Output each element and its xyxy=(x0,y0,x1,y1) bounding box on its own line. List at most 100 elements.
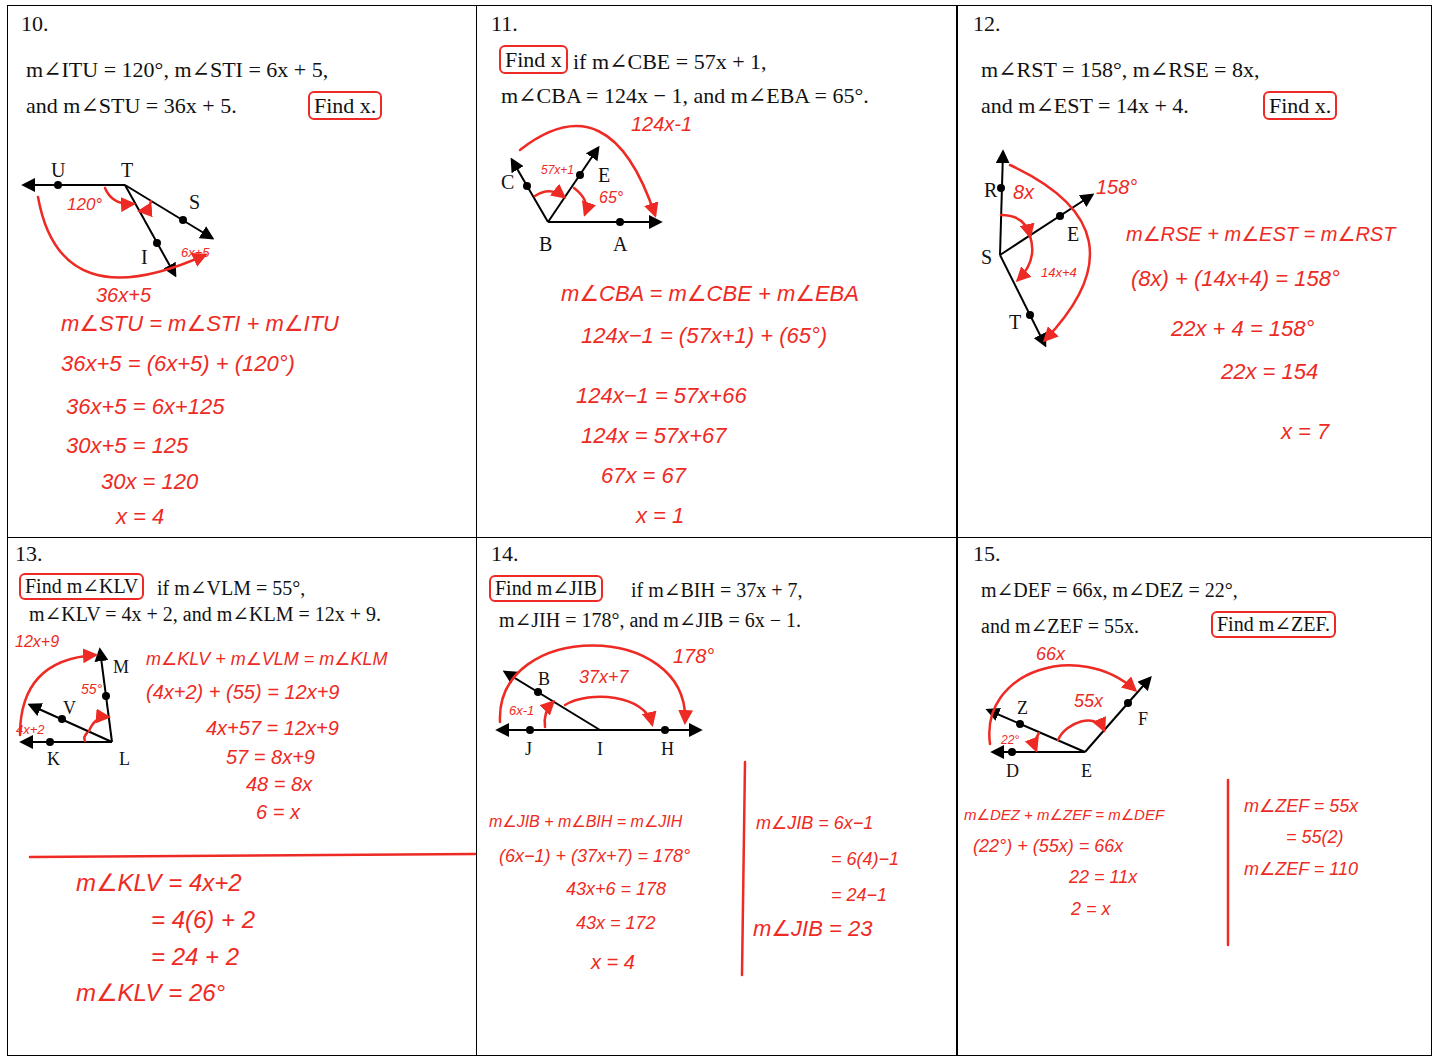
point-label: F xyxy=(1138,709,1148,730)
ray xyxy=(498,729,600,731)
point-dot xyxy=(1008,748,1016,756)
point-label: K xyxy=(47,749,60,770)
angle-note: 65° xyxy=(599,189,623,207)
problem-cell: 11.Find xif m∠CBE = 57x + 1,m∠CBA = 124x… xyxy=(476,5,958,538)
work-step: 22x + 4 = 158° xyxy=(1171,316,1314,341)
angle-arc xyxy=(574,188,586,214)
ray xyxy=(548,221,660,223)
angle-arc xyxy=(545,702,553,727)
ray xyxy=(24,184,125,186)
work-step: 48 = 8x xyxy=(246,773,312,796)
work-step: 22 = 11x xyxy=(1069,867,1137,888)
angle-figure xyxy=(498,646,745,976)
angle-figure xyxy=(988,665,1228,945)
work-step: = 6(4)−1 xyxy=(831,849,899,870)
work-step: (22°) + (55x) = 66x xyxy=(973,836,1123,857)
point-dot xyxy=(661,726,669,734)
problem-number: 11. xyxy=(491,11,518,36)
angle-figure xyxy=(512,126,660,226)
ray xyxy=(1000,152,1003,255)
angle-arc xyxy=(565,697,652,724)
work-step: 6 = x xyxy=(256,801,300,824)
work-step: m∠ZEF = 55x xyxy=(1244,796,1358,817)
ray xyxy=(1000,195,1092,255)
point-label: C xyxy=(501,171,514,194)
point-dot xyxy=(46,738,54,746)
ray xyxy=(993,751,1085,753)
angle-note: 22° xyxy=(1001,734,1019,748)
work-step: 4x+57 = 12x+9 xyxy=(206,717,339,740)
work-step: x = 7 xyxy=(1281,419,1329,444)
work-step: m∠CBA = m∠CBE + m∠EBA xyxy=(561,281,859,306)
angle-figure xyxy=(24,181,212,277)
angle-note: 37x+7 xyxy=(579,667,629,688)
angle-note: 6x-1 xyxy=(509,704,534,719)
problem-cell: 15.m∠DEF = 66x, m∠DEZ = 22°,and m∠ZEF = … xyxy=(956,537,1432,1056)
work-step: x = 1 xyxy=(636,503,684,528)
point-label: Z xyxy=(1017,698,1028,719)
point-dot xyxy=(576,171,584,179)
problem-text: and m∠EST = 14x + 4. xyxy=(981,93,1189,118)
work-step: 57 = 8x+9 xyxy=(226,746,315,769)
point-label: H xyxy=(661,739,674,760)
angle-note: 36x+5 xyxy=(96,284,151,307)
work-step: m∠ZEF = 110 xyxy=(1244,859,1358,880)
boxed-prompt: Find x. xyxy=(1263,91,1337,120)
problem-text: and m∠STU = 36x + 5. xyxy=(26,93,237,118)
point-label: L xyxy=(119,749,130,770)
divider-line xyxy=(1227,780,1230,945)
work-step: 22x = 154 xyxy=(1221,359,1318,384)
boxed-prompt: Find m∠JIB xyxy=(489,575,603,602)
problem-number: 15. xyxy=(973,541,1001,566)
problem-text: m∠DEF = 66x, m∠DEZ = 22°, xyxy=(981,579,1238,602)
work-step: 36x+5 = 6x+125 xyxy=(66,394,224,419)
angle-note: 124x-1 xyxy=(631,113,692,136)
work-step: x = 4 xyxy=(591,951,635,974)
point-label: B xyxy=(539,233,552,256)
problem-cell: 14.Find m∠JIBif m∠BIH = 37x + 7,m∠JIH = … xyxy=(476,537,958,1056)
work-step: 124x−1 = 57x+66 xyxy=(576,383,747,408)
point-label: S xyxy=(189,191,200,214)
point-label: I xyxy=(141,246,148,269)
work-step: 124x = 57x+67 xyxy=(581,423,727,448)
point-label: R xyxy=(984,179,997,202)
work-step: x = 4 xyxy=(116,504,164,529)
ray xyxy=(988,710,1085,752)
problem-text: if m∠BIH = 37x + 7, xyxy=(631,579,803,602)
divider-line xyxy=(742,762,745,975)
problem-number: 10. xyxy=(21,11,49,36)
point-dot xyxy=(153,239,161,247)
angle-arc xyxy=(520,126,655,215)
problem-text: if m∠VLM = 55°, xyxy=(157,577,305,600)
problem-text: m∠KLV = 4x + 2, and m∠KLM = 12x + 9. xyxy=(29,603,381,626)
point-label: T xyxy=(1009,311,1021,334)
point-label: T xyxy=(121,159,133,182)
ray xyxy=(1085,678,1150,752)
problem-cell: 13.Find m∠KLVif m∠VLM = 55°,m∠KLV = 4x +… xyxy=(7,537,477,1056)
ray xyxy=(548,148,598,222)
angle-arc xyxy=(105,188,133,204)
point-label: B xyxy=(538,669,550,690)
angle-note: 120° xyxy=(67,195,102,215)
angle-arc xyxy=(1035,733,1039,750)
work-step: m∠KLV = 4x+2 xyxy=(76,869,242,897)
work-step: m∠JIB + m∠BIH = m∠JIH xyxy=(489,813,682,831)
angle-note: 8x xyxy=(1013,181,1034,204)
angle-arc xyxy=(1001,215,1030,236)
angle-arc xyxy=(500,646,685,723)
ray xyxy=(1000,255,1045,345)
point-label: I xyxy=(597,739,603,760)
angle-note: 14x+4 xyxy=(1041,266,1077,281)
work-step: (8x) + (14x+4) = 158° xyxy=(1131,266,1340,291)
point-dot xyxy=(54,181,62,189)
angle-arc xyxy=(140,201,151,211)
work-step: m∠KLV = 26° xyxy=(76,979,225,1007)
point-label: U xyxy=(51,159,65,182)
work-step: 2 = x xyxy=(1071,899,1111,920)
work-step: 43x = 172 xyxy=(576,913,656,934)
point-label: V xyxy=(63,698,76,719)
angle-note: 55° xyxy=(81,681,102,697)
boxed-prompt: Find m∠ZEF. xyxy=(1211,611,1336,638)
point-dot xyxy=(1056,212,1064,220)
boxed-prompt: Find m∠KLV xyxy=(19,573,144,600)
